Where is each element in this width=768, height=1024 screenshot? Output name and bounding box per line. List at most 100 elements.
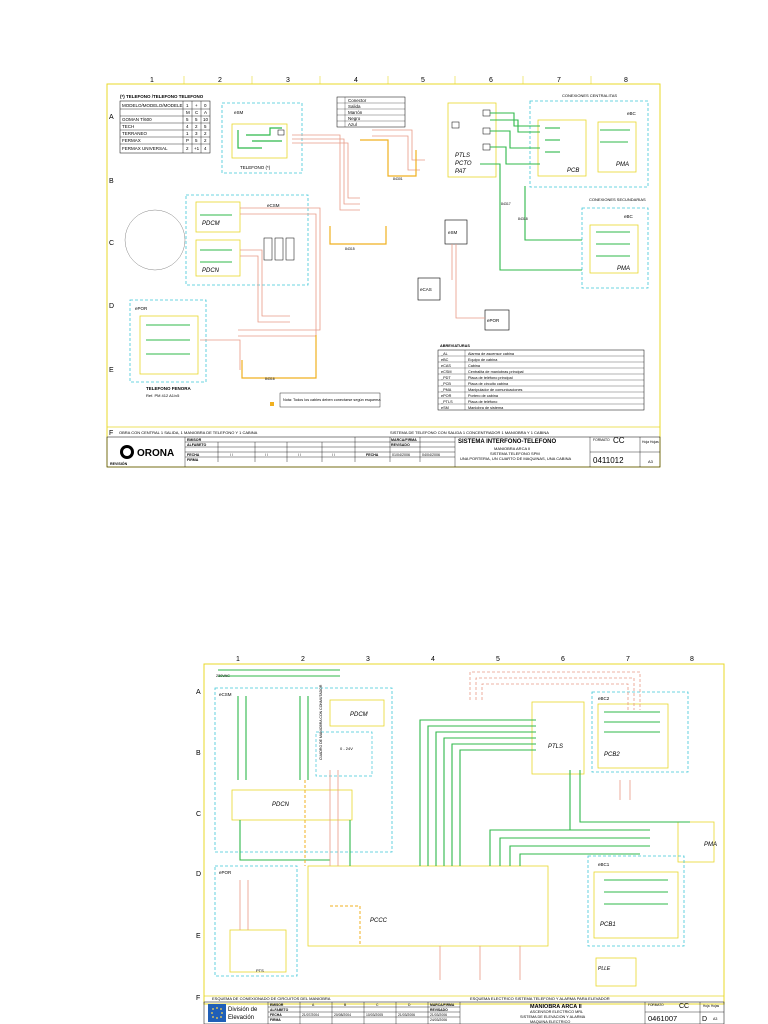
sheet2-col-4: 4 [431,656,435,663]
s2-tb-sub3: MAQUINA ELECTRICO [530,1020,570,1024]
pdcn-label: PDCN [202,268,220,274]
phone-table-r3c0: FERMAX [122,138,141,143]
conexiones-centralitas-label: CONEXIONES CENTRALITAS [562,93,617,98]
abbr-r5c0: _PCB [440,382,451,386]
ebc-top-label: eBC [627,111,637,116]
s2-tb-marca: MARCA/FIRMA [430,1003,455,1007]
s2-tb-formato: FORMATO [648,1003,664,1007]
s2-pcb2-label: PCB2 [604,752,620,758]
s2-ebc1-box [587,855,685,947]
phone-table-r4c3: 4 [204,146,207,151]
phone-table-sh2: C [195,110,199,115]
pma-mid-label: PMA [617,266,630,272]
s2-side-label: CUADRO DE MANIOBRA CON CONMUTADOR [319,684,323,760]
abbr-r8c0: _PTLS [440,400,453,404]
s2-pdcn-label: PDCN [272,802,290,808]
wire-legend-3: Negro [348,116,361,121]
sheet1-row-f: F [109,430,113,437]
sheet2-row-e: E [196,933,201,940]
s1-tb-firma: FIRMA [187,458,199,462]
abbreviation-table: ABREVIATURAS _AL Alarma de ascensor cabi… [437,344,645,411]
s2-ebc2-label: eBC2 [598,696,610,701]
s2-tb-date-a: 21/07/2004 [302,1013,319,1017]
wire-legend-0: Conector [348,98,367,103]
s2-tb-date-c: 10/03/2005 [366,1013,383,1017]
sheet1-note: Nota: Todos los cables deben conectarse … [283,398,381,402]
phone-table-r3c3: 2 [204,138,207,143]
phone-table-h2: + [195,103,198,108]
s2-tb-firma: FIRMA [270,1018,281,1022]
sheet2-col-5: 5 [496,656,500,663]
ebc-mid-label: eBC [624,214,634,219]
abbr-r7c0: ePOR [441,394,452,398]
s2-tb-col-b: B [344,1003,347,1007]
sheet2-footer-left: ESQUEMA DE CONEXIONADO DE CIRCUITOS DEL … [212,996,331,1001]
abbr-r2c1: Cabina [468,364,481,368]
s1-tb-sheet: A3 [648,459,654,464]
sheet1-wiring-salmon [200,129,425,370]
s2-tb-hojas: Hojas [711,1004,720,1008]
s2-tb-col-a: A [312,1003,315,1007]
abbr-title: ABREVIATURAS [440,344,470,348]
sheet1-column-labels: 1 2 3 4 5 6 7 8 [150,77,628,84]
cable-label-1: 84315 [345,247,355,251]
s1-tb-fecha-2: FECHA [366,453,379,457]
ecsm-label: eCSM [267,203,280,208]
s2-tb-hoja: Hoja [703,1004,710,1008]
phone-table-sh1: M [186,110,190,115]
phone-table-r4c0: FERMAX UNIVERSAL [122,146,168,151]
s2-tb-number: 0461007 [648,1014,677,1023]
ebc-top-box [529,100,649,188]
esm-label: eSM [448,230,458,235]
s2-tb-revisado: REVISADO [430,1008,448,1012]
abbr-r0c0: _AL [440,352,448,356]
abbr-r2c0: eCAS [441,364,451,368]
s2-tb-fecha: FECHA [270,1013,282,1017]
pat-label: PAT [455,169,467,175]
s1-tb-alfabeto: ALFABETO [187,443,207,447]
sheet1-footer-left: OBRA CON CENTRAL 1 SALIDA, 1 MANIOBRA DE… [119,430,258,435]
abbr-r4c0: _PDT [440,376,451,380]
s1-tb-date-slot-1: / / [230,453,233,457]
epor-box [129,299,207,383]
phone-table-r3c1: P [186,138,189,143]
sheet2-column-labels: 1 2 3 4 5 6 7 8 [236,656,694,663]
conexiones-secundarias-label: CONEXIONES SECUNDARIAS [589,197,646,202]
abbr-r9c0: eSM [441,406,449,410]
phone-table-r2c3: 2 [204,131,207,136]
telefono-box-label: eSM [234,110,244,115]
sheet-1: 1 2 3 4 5 6 7 8 A B C D E F (*) TELEFONO… [106,76,661,468]
abbr-r3c1: Centralita de maniobras principal [468,370,524,374]
sheet1-col-6: 6 [489,77,493,84]
abbr-r9c1: Maniobra de sistema [468,406,504,410]
s1-tb-number: 0411012 [593,456,624,465]
s1-tb-hoja: Hoja [642,440,649,444]
s1-tb-date1: 01/04/2006 [392,453,410,457]
s2-tb-date-last2: 24/03/2006 [430,1018,447,1022]
sheet1-row-a: A [109,114,114,121]
wire-legend: Conector Salida Marrón Negro Azul [336,96,406,128]
s2-epor-label: ePOR [219,870,232,875]
sheet2-frame [203,663,725,1005]
s2-tb-rev: D [702,1016,707,1023]
abbr-r1c1: Equipo de cabina [468,358,498,362]
sheet2-wiring-salmon [239,770,631,980]
abbr-r0c1: Alarma de ascensor cabina [468,352,515,356]
s2-tb-date-b: 20/08/2004 [334,1013,351,1017]
sheet2-row-c: C [196,811,201,818]
cable-label-0: 84301 [393,177,403,181]
phone-table-title: (*) TELEFONO /TELEFONO TELEFONO [120,94,204,99]
s2-pts-label: PTS [256,968,264,973]
s2-tb-sheet: A3 [713,1017,717,1021]
s2-pcb1-label: PCB1 [600,922,616,928]
sheet1-row-b: B [109,178,114,185]
wire-legend-4: Azul [348,122,357,127]
phone-table-r4c2: +1 [194,146,200,151]
s2-tb-date-last1: 21/03/2006 [430,1013,447,1017]
phone-table-r0c3: 10 [203,117,209,122]
sheet2-col-3: 3 [366,656,370,663]
sheet1-frame [106,83,661,468]
s1-tb-date-slot-3: / / [298,453,301,457]
sheet2-row-f: F [196,995,200,1002]
